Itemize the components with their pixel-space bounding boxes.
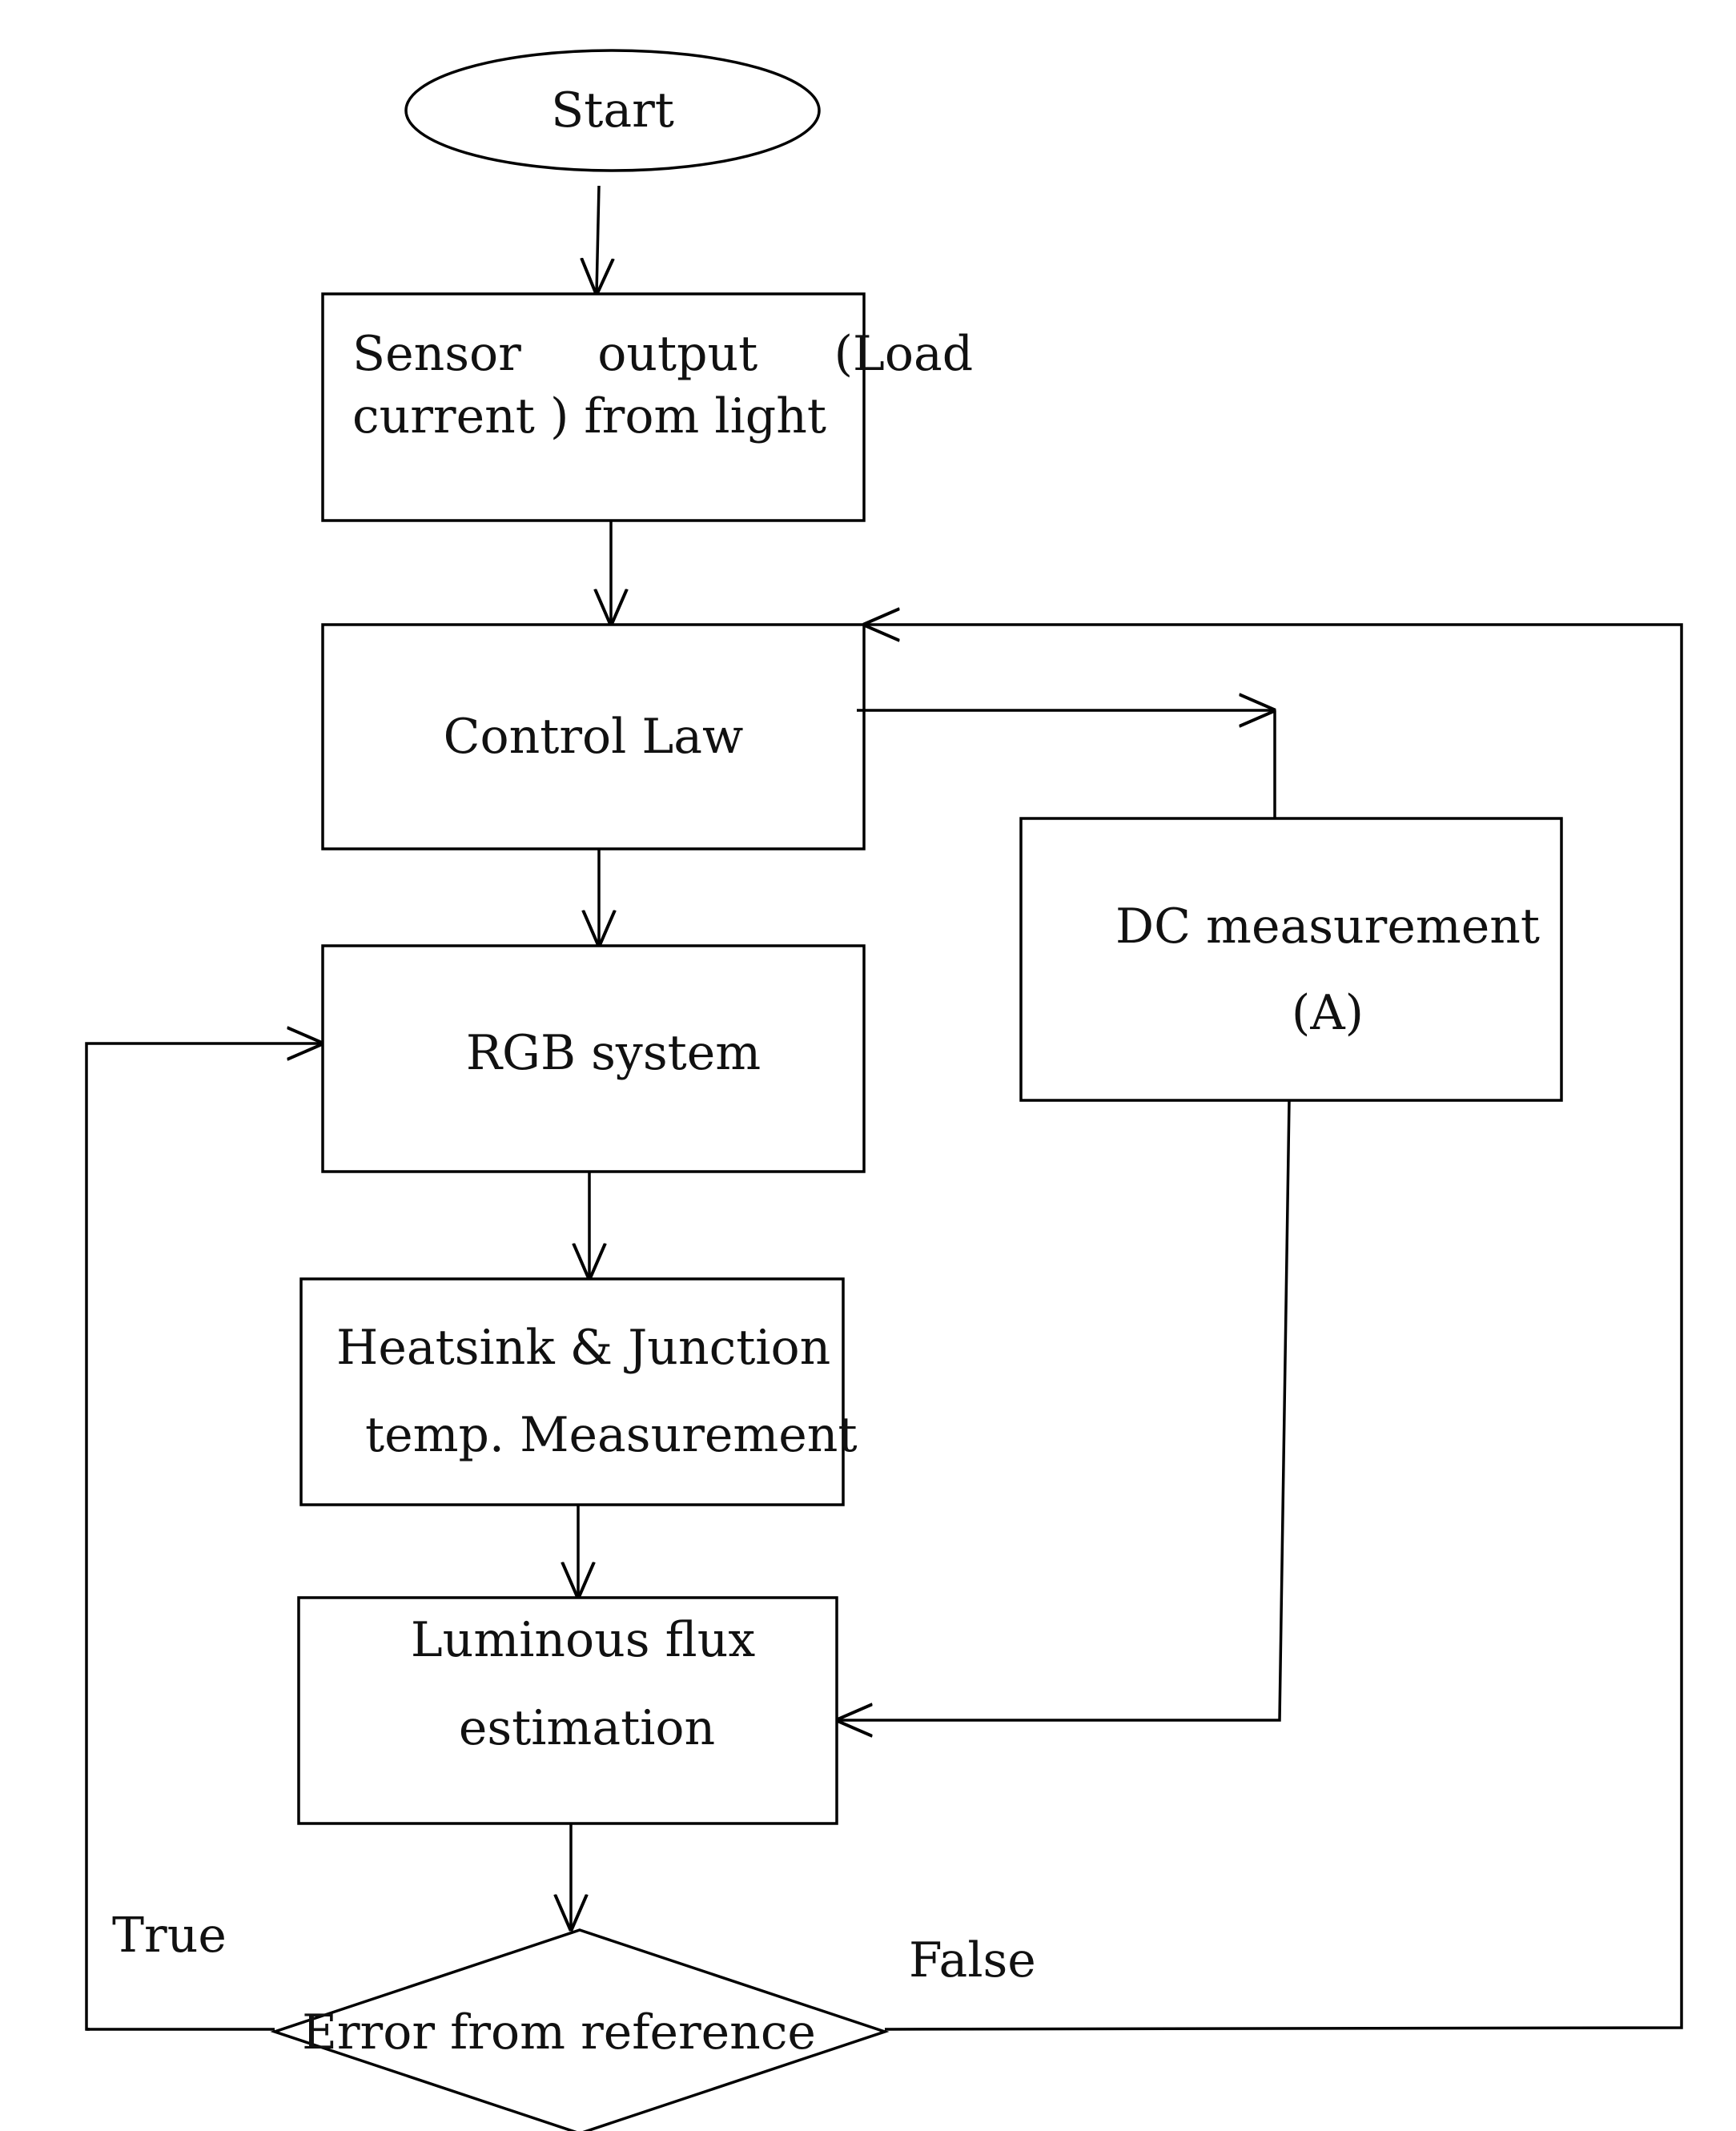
decision-node: Error from reference	[270, 1928, 890, 2131]
dc-measurement-label-line2: (A)	[1292, 985, 1364, 1041]
heatsink-junction-label-line2: temp. Measurement	[365, 1407, 858, 1463]
arrow-false-loop-to-control	[864, 625, 1683, 2031]
rgb-system-label: RGB system	[466, 1025, 761, 1081]
control-law-label: Control Law	[444, 709, 744, 765]
sensor-output-node: Sensor output (Load current ) from light	[321, 292, 973, 522]
control-law-node: Control Law	[321, 623, 866, 850]
luminous-flux-node: Luminous flux estimation	[297, 1596, 838, 1825]
luminous-flux-label-line1: Luminous flux	[411, 1612, 756, 1668]
true-label: True	[112, 1908, 227, 1964]
arrow-true-loop-to-rgb	[85, 1043, 323, 2031]
start-label: Start	[551, 82, 674, 139]
arrow-start-to-sensor	[597, 185, 599, 294]
heatsink-junction-label-line1: Heatsink & Junction	[336, 1320, 830, 1376]
heatsink-junction-node: Heatsink & Junction temp. Measurement	[299, 1277, 858, 1506]
arrow-dc-measurement-to-luminous	[837, 1100, 1291, 1720]
rgb-system-node: RGB system	[321, 944, 866, 1173]
dc-measurement-label-line1: DC measurement	[1115, 899, 1540, 955]
dc-measurement-node: DC measurement (A)	[1019, 817, 1563, 1102]
decision-label: Error from reference	[302, 2004, 816, 2061]
sensor-output-label-line2: current ) from light	[352, 388, 826, 444]
luminous-flux-label-line2: estimation	[459, 1700, 715, 1756]
start-node: Start	[404, 49, 821, 172]
sensor-output-label-line1: Sensor output (Load	[352, 326, 973, 382]
false-label: False	[909, 1932, 1036, 1988]
